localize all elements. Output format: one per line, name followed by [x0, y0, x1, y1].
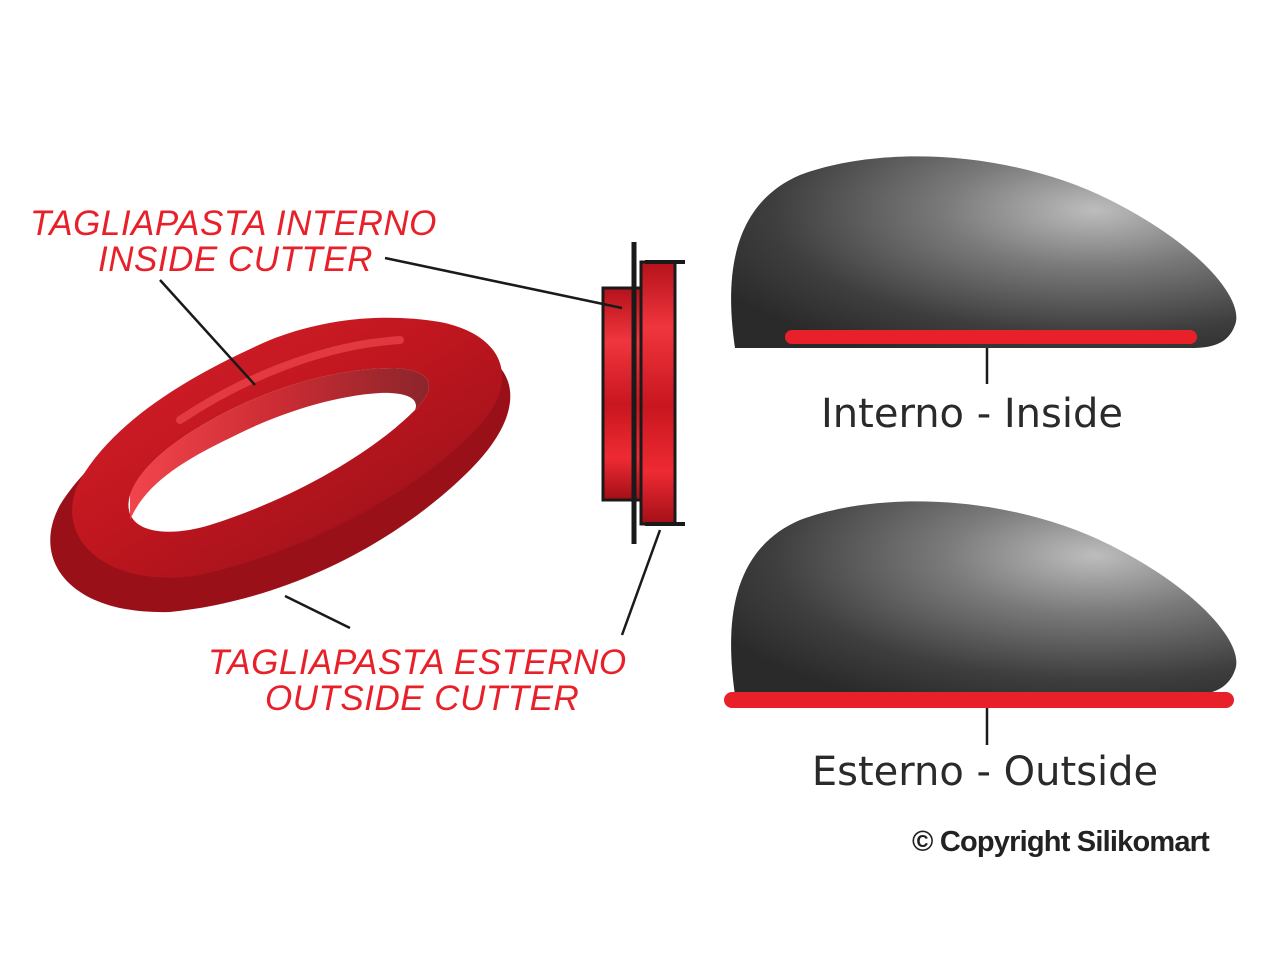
inner-wall	[130, 368, 429, 520]
label-inside-cutter-en: INSIDE CUTTER	[98, 240, 373, 279]
label-esterno-outside: Esterno - Outside	[811, 749, 1159, 795]
label-inside-cutter-it: TAGLIAPASTA INTERNO	[30, 204, 437, 243]
cutter-side-profile	[601, 242, 685, 544]
label-outside-cutter-en: OUTSIDE CUTTER	[265, 679, 580, 718]
label-interno-inside: Interno - Inside	[821, 391, 1123, 437]
copyright-text: © Copyright Silikomart	[912, 826, 1210, 858]
ring-highlight	[176, 336, 404, 424]
outside-cutter-side	[639, 260, 677, 526]
leader-lines	[159, 256, 989, 745]
cutter-opening	[128, 368, 429, 532]
dome-outside	[724, 501, 1237, 708]
oval-cutter-illustration	[50, 317, 511, 613]
dome-inside	[731, 156, 1237, 348]
label-outside-cutter-it: TAGLIAPASTA ESTERNO	[208, 643, 627, 682]
